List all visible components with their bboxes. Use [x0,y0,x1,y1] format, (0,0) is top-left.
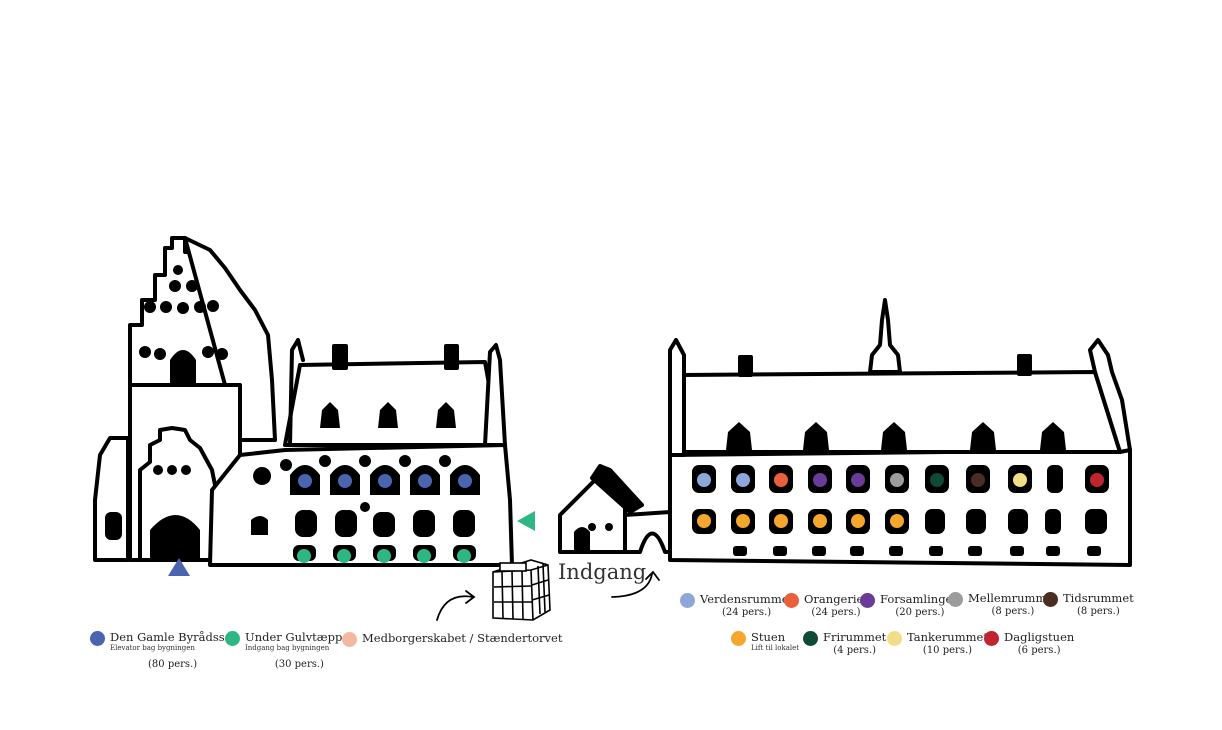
link-roof [590,464,644,514]
dot-under-gulv-2 [337,549,351,563]
dot-verdens-1 [697,473,711,487]
legend-dot [860,593,875,608]
right-gable-left [668,338,686,457]
elevator-marker [168,558,190,576]
legend-mellemrummet: Mellemrummet (8 pers.) [948,591,1058,618]
dot-den-gamle-5 [458,474,472,488]
dot-stuen-4 [813,514,827,528]
side-entrance-marker [517,511,535,531]
legend-dot [731,631,746,646]
dot-under-gulv-3 [377,549,391,563]
dot-under-gulv-5 [457,549,471,563]
tower-roof [183,236,277,442]
spire [868,298,902,374]
link-arch [623,510,672,554]
legend-dot [887,631,902,646]
legend-stuen: Stuen Lift til lokalet [731,630,799,653]
dot-den-gamle-4 [418,474,432,488]
left-annex [93,436,130,562]
legend-dot [1043,592,1058,607]
legend-dot [803,631,818,646]
dot-dagligstuen [1090,473,1104,487]
legend-dot [680,593,695,608]
main-hall-roof [283,360,502,447]
legend-under-gulv: Under Gulvtæppet Indgang bag bygningen (… [225,630,354,671]
dot-stuen-6 [890,514,904,528]
arrow-left [436,595,474,621]
legend-dagligstuen: Dagligstuen (6 pers.) [984,630,1074,657]
dot-orangeriet [774,473,788,487]
dot-forsamlingen-1 [813,473,827,487]
dot-under-gulv-4 [417,549,431,563]
dot-forsamlingen-2 [851,473,865,487]
glass-entrance [492,559,551,621]
legend-orangeriet: Orangeriet (24 pers.) [784,592,868,619]
legend-den-gamle: Den Gamle Byrådssal Elevator bag bygning… [90,630,235,671]
hall-gable-left [288,338,305,447]
dot-tankerummet [1013,473,1027,487]
legend-frirummet: Frirummet (4 pers.) [803,630,886,657]
dot-stuen-3 [774,514,788,528]
legend-verdens: Verdensrummet (24 pers.) [680,592,793,619]
dot-stuen-1 [697,514,711,528]
hall-gable-right [483,343,507,447]
dot-stuen-2 [736,514,750,528]
dot-den-gamle-3 [378,474,392,488]
legend-dot [784,593,799,608]
right-gable-right [1088,338,1132,454]
dot-mellemrummet [890,473,904,487]
legend-dot [984,631,999,646]
legend-dot [342,632,357,647]
arrow-right [611,573,653,598]
dot-stuen-5 [851,514,865,528]
dot-frirummet [930,473,944,487]
dot-tidsrummet [971,473,985,487]
dot-den-gamle-1 [298,474,312,488]
legend-dot [225,631,240,646]
legend-medborger: Medborgerskabet / Stændertorvet [342,631,562,647]
dot-den-gamle-2 [338,474,352,488]
legend-tidsrummet: Tidsrummet (8 pers.) [1043,591,1134,618]
legend-dot [948,592,963,607]
legend-forsamlingen: Forsamlingen (20 pers.) [860,592,960,619]
dot-under-gulv-1 [297,549,311,563]
dot-verdens-2 [736,473,750,487]
legend-tankerummet: Tankerummet (10 pers.) [887,630,988,657]
entrance-label: Indgang [558,560,647,584]
legend-dot [90,631,105,646]
